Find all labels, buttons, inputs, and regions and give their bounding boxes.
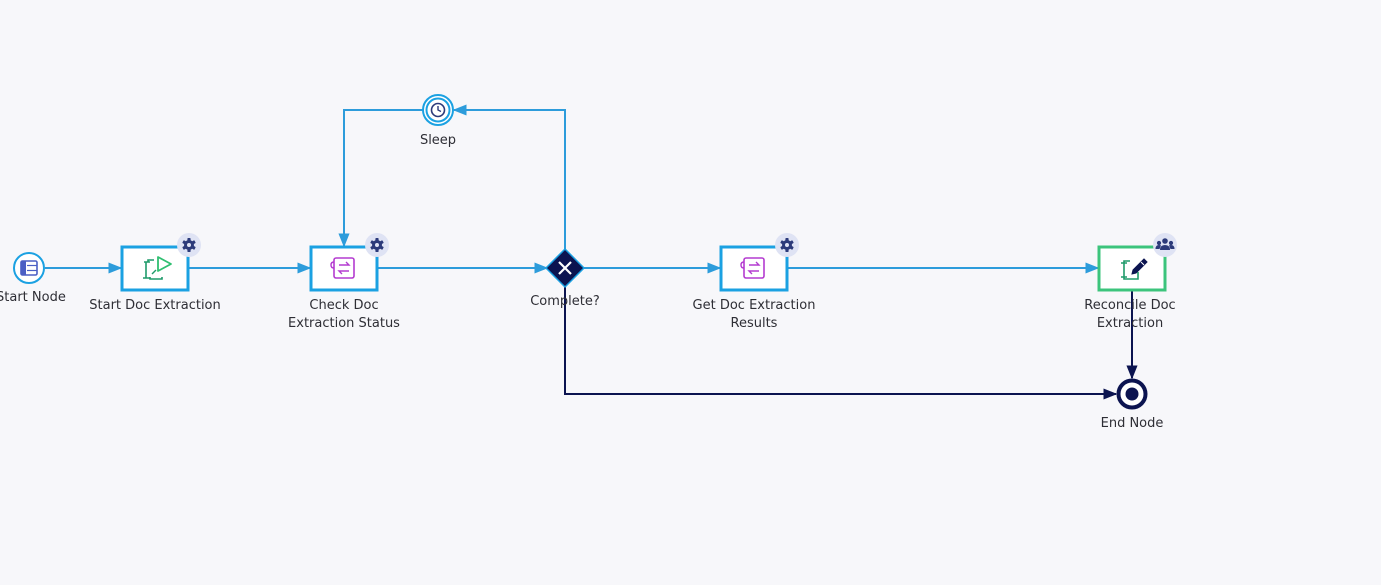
task-check-doc-extraction-status[interactable] bbox=[309, 233, 389, 292]
reconcile-label-line2: Extraction bbox=[1096, 316, 1164, 331]
flow-complete-to-end[interactable] bbox=[564, 286, 1118, 400]
task-get-doc-extraction-results[interactable] bbox=[719, 233, 799, 292]
start-doc-extraction-label: Start Doc Extraction bbox=[89, 298, 221, 313]
get-doc-label-line1: Get Doc Extraction bbox=[692, 298, 816, 313]
start-node-label: Start Node bbox=[0, 290, 66, 305]
get-doc-extraction-results-label: Get Doc Extraction Results bbox=[679, 297, 829, 333]
flow-complete-to-sleep[interactable] bbox=[452, 104, 566, 250]
complete-gateway-label: Complete? bbox=[530, 294, 600, 309]
timer-sleep[interactable] bbox=[422, 94, 454, 126]
timer-clock-icon bbox=[430, 102, 446, 118]
edit-document-icon bbox=[1121, 258, 1148, 280]
start-process-icon bbox=[143, 256, 172, 280]
check-doc-label-line1: Check Doc bbox=[309, 298, 379, 313]
flow-sleep-to-checkdoc[interactable] bbox=[338, 109, 423, 248]
task-start-doc-extraction[interactable] bbox=[120, 233, 201, 292]
integration-scroll-icon bbox=[740, 257, 765, 279]
start-table-icon bbox=[20, 260, 38, 276]
end-node[interactable] bbox=[1116, 378, 1148, 410]
gear-icon bbox=[177, 233, 201, 257]
integration-scroll-icon bbox=[330, 257, 355, 279]
end-event-icon bbox=[1116, 378, 1148, 410]
end-node-label: End Node bbox=[1100, 416, 1164, 431]
reconcile-label-line1: Reconcile Doc bbox=[1084, 298, 1176, 313]
users-icon bbox=[1153, 233, 1177, 257]
gateway-complete[interactable] bbox=[544, 247, 586, 289]
start-node[interactable] bbox=[13, 252, 45, 284]
xor-gateway-icon bbox=[558, 261, 572, 275]
sleep-label: Sleep bbox=[419, 133, 457, 148]
task-reconcile-doc-extraction[interactable] bbox=[1097, 233, 1177, 292]
gear-icon bbox=[365, 233, 389, 257]
get-doc-label-line2: Results bbox=[730, 316, 778, 331]
check-doc-label-line2: Extraction Status bbox=[288, 316, 400, 331]
reconcile-doc-extraction-label: Reconcile Doc Extraction bbox=[1060, 297, 1200, 333]
gear-icon bbox=[775, 233, 799, 257]
connectors bbox=[45, 104, 1138, 400]
check-doc-extraction-status-label: Check Doc Extraction Status bbox=[269, 297, 419, 333]
